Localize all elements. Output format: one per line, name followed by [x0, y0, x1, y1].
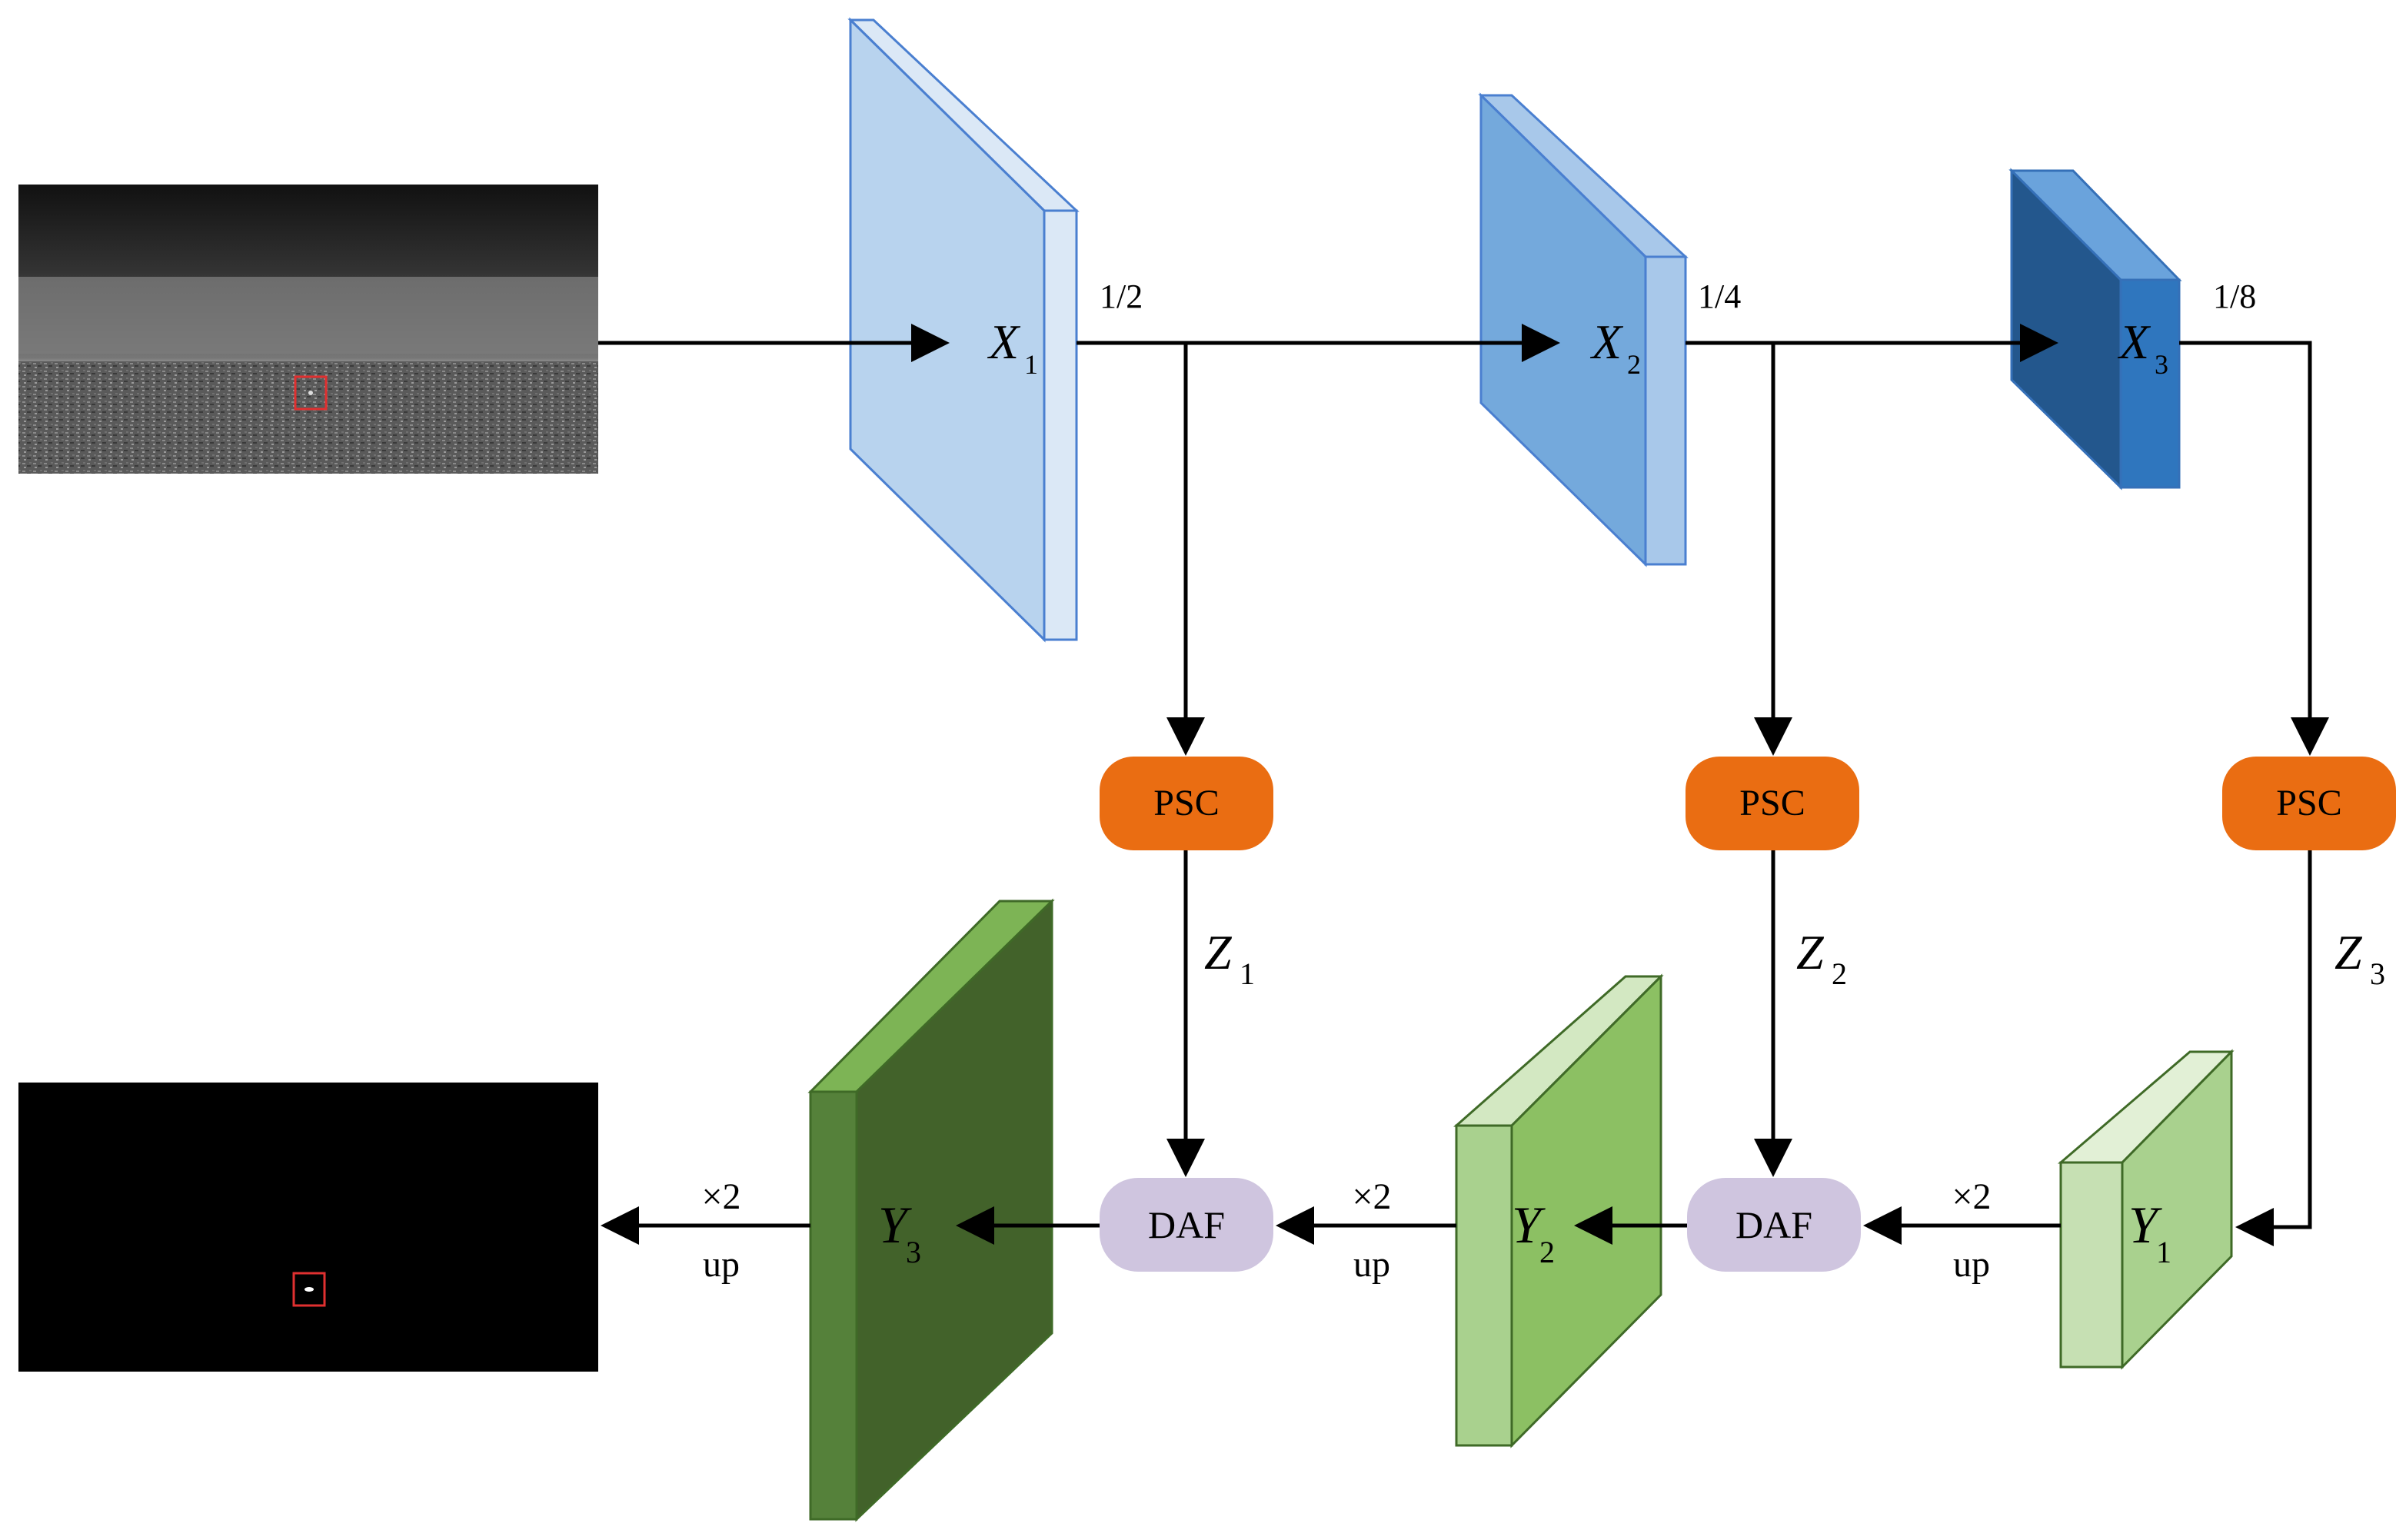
label-y3: Y 3: [878, 1196, 921, 1269]
scale-label-x1: 1/2: [1100, 278, 1143, 315]
output-image: [18, 1083, 598, 1372]
label-z2: Z 2: [1796, 925, 1847, 991]
svg-text:1: 1: [2156, 1235, 2171, 1269]
svg-text:×2: ×2: [701, 1176, 740, 1217]
svg-text:2: 2: [1832, 956, 1847, 991]
psc-module-1: PSC: [1100, 757, 1273, 850]
psc-module-3: PSC: [2222, 757, 2396, 850]
label-y1: Y 1: [2128, 1196, 2171, 1269]
label-y2: Y 2: [1512, 1196, 1555, 1269]
svg-text:2: 2: [1627, 349, 1641, 380]
label-x2: X 2: [1589, 314, 1641, 380]
psc-label: PSC: [1153, 783, 1219, 823]
svg-text:Y: Y: [2128, 1196, 2162, 1254]
svg-text:1: 1: [1024, 349, 1038, 380]
target-marker-box: [294, 375, 328, 411]
svg-text:up: up: [703, 1244, 740, 1285]
daf-label: DAF: [1735, 1203, 1812, 1246]
svg-text:Y: Y: [878, 1196, 912, 1254]
svg-text:1: 1: [1240, 956, 1255, 991]
feature-block-x1: [847, 17, 1080, 643]
feature-block-y2: [1453, 973, 1664, 1449]
label-x3: X 3: [2117, 314, 2168, 380]
svg-text:Z: Z: [1204, 925, 1233, 980]
detected-target-box: [292, 1272, 326, 1307]
svg-text:3: 3: [2370, 956, 2385, 991]
connector-arrows: [598, 324, 2329, 1246]
daf-module-2: DAF: [1687, 1178, 1861, 1272]
feature-block-x2: [1478, 92, 1689, 567]
svg-text:X: X: [1589, 314, 1624, 369]
label-x1: X 1: [987, 314, 1038, 380]
upsample-label-right: ×2 up: [1952, 1176, 1991, 1285]
svg-text:up: up: [1953, 1244, 1990, 1285]
svg-text:up: up: [1353, 1244, 1390, 1285]
svg-text:×2: ×2: [1352, 1176, 1391, 1217]
upsample-label-mid: ×2 up: [1352, 1176, 1391, 1285]
psc-label: PSC: [1739, 783, 1805, 823]
input-image: [18, 185, 598, 474]
svg-text:3: 3: [2155, 349, 2168, 380]
psc-label: PSC: [2276, 783, 2341, 823]
upsample-label-out: ×2 up: [701, 1176, 740, 1285]
svg-text:2: 2: [1539, 1235, 1555, 1269]
arrow-psc3-to-y1: [2235, 850, 2312, 1246]
svg-text:X: X: [2117, 314, 2151, 369]
daf-module-1: DAF: [1100, 1178, 1273, 1272]
svg-text:×2: ×2: [1952, 1176, 1991, 1217]
svg-text:Y: Y: [1512, 1196, 1546, 1254]
svg-text:Z: Z: [1796, 925, 1825, 980]
feature-block-y1: [2057, 1049, 2235, 1370]
feature-block-x3: [2008, 168, 2182, 491]
label-z3: Z 3: [2334, 925, 2385, 991]
psc-module-2: PSC: [1686, 757, 1859, 850]
label-z1: Z 1: [1204, 925, 1255, 991]
svg-text:Z: Z: [2334, 925, 2363, 980]
svg-text:X: X: [987, 314, 1021, 369]
svg-text:3: 3: [906, 1235, 921, 1269]
daf-label: DAF: [1148, 1203, 1225, 1246]
feature-block-y3: [807, 898, 1055, 1522]
scale-label-x3: 1/8: [2213, 278, 2256, 315]
scale-label-x2: 1/4: [1698, 278, 1741, 315]
arrow-x3-to-psc3: [2179, 341, 2329, 756]
